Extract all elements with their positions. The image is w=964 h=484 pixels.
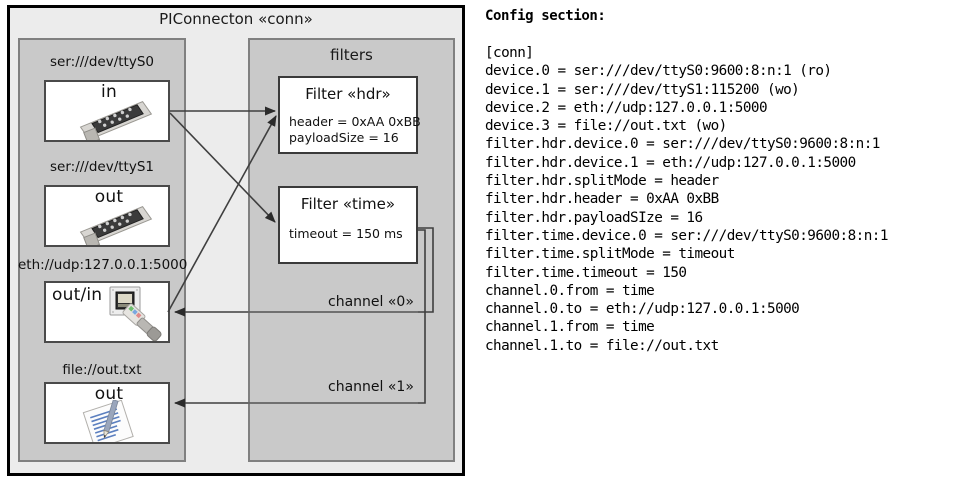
edge-channel-1 — [174, 229, 426, 408]
device-io-ttys0: in — [101, 82, 117, 102]
edge-eth-to-hdr — [167, 115, 277, 313]
filter-prop-payloadsize: payloadSize = 16 — [289, 130, 399, 145]
device-io-eth: out/in — [52, 285, 103, 305]
filters-group-title: filters — [330, 46, 373, 64]
connection-edges — [167, 106, 434, 408]
device-label-eth: eth://udp:127.0.0.1:5000 — [18, 257, 188, 273]
device-label-ttys1: ser:///dev/ttyS1 — [50, 159, 154, 175]
device-box-eth[interactable]: out/in — [44, 281, 170, 343]
page-title: PIConnecton «conn» — [159, 10, 313, 28]
channel-label-0: channel «0» — [328, 294, 414, 310]
device-io-file: out — [94, 384, 124, 404]
device-label-ttys0: ser:///dev/ttyS0 — [50, 54, 154, 70]
architecture-diagram: PIConnecton «conn» ser:///dev/ttyS0 in — [0, 0, 474, 484]
filter-box-time[interactable]: Filter «time» timeout = 150 ms — [278, 186, 418, 264]
edge-channel-0 — [174, 227, 434, 317]
filter-title-time: Filter «time» — [300, 195, 396, 213]
device-box-file[interactable]: out — [44, 382, 170, 444]
filter-prop-header: header = 0xAA 0xBB — [289, 114, 421, 129]
config-text: [conn] device.0 = ser:///dev/ttyS0:9600:… — [485, 45, 888, 354]
device-box-ttys1[interactable]: out — [44, 185, 170, 247]
text-file-icon — [82, 400, 134, 442]
config-heading: Config section: — [485, 8, 606, 24]
ethernet-icon — [109, 286, 162, 341]
filter-prop-timeout: timeout = 150 ms — [289, 226, 403, 241]
device-label-file: file://out.txt — [62, 362, 142, 378]
device-io-ttys1: out — [94, 187, 124, 207]
edge-ttys0-to-time — [169, 112, 276, 223]
serial-port-icon — [79, 101, 153, 140]
serial-port-icon — [79, 206, 153, 245]
filter-box-hdr[interactable]: Filter «hdr» header = 0xAA 0xBB payloadS… — [278, 76, 421, 154]
config-section: Config section: [conn] device.0 = ser://… — [481, 0, 964, 484]
device-box-ttys0[interactable]: in — [44, 80, 170, 142]
filter-title-hdr: Filter «hdr» — [305, 85, 391, 103]
channel-label-1: channel «1» — [328, 379, 414, 395]
